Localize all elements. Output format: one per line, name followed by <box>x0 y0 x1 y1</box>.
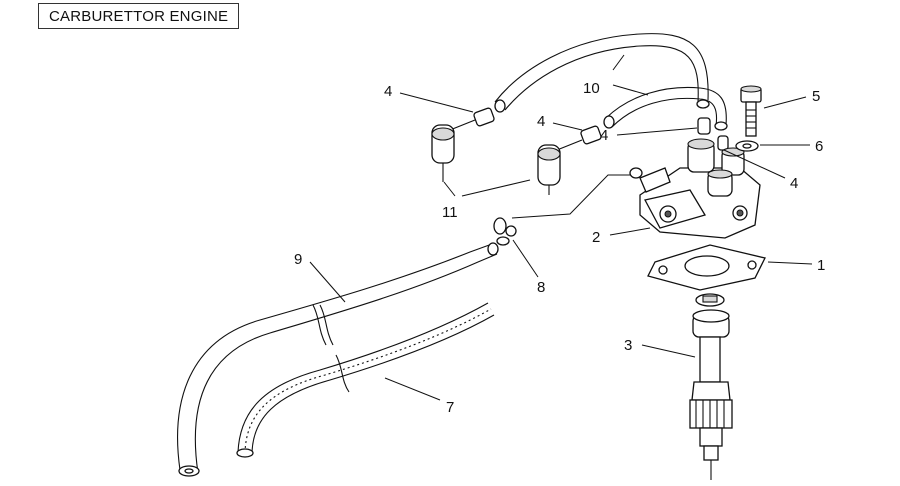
diagram-title: CARBURETTOR ENGINE <box>38 3 240 29</box>
leader-4d <box>723 149 786 179</box>
callout-4a: 4 <box>384 83 392 100</box>
leader-1 <box>767 261 813 265</box>
callout-10: 10 <box>583 80 600 97</box>
leader-4c <box>616 127 698 136</box>
leader-5 <box>763 96 807 109</box>
part-1-gasket <box>647 244 766 291</box>
leader-4b <box>552 122 583 131</box>
callout-6: 6 <box>815 138 823 155</box>
callout-9: 9 <box>294 251 302 268</box>
part-11-banjo-connectors <box>431 119 583 195</box>
callout-4c: 4 <box>600 127 608 144</box>
leader-10b <box>612 84 649 96</box>
leader-9 <box>309 261 346 303</box>
callout-2: 2 <box>592 229 600 246</box>
leader-8 <box>512 239 539 278</box>
leader-7 <box>384 377 441 401</box>
callout-4d: 4 <box>790 175 798 192</box>
leader-lines <box>309 54 813 401</box>
part-6-washer <box>735 140 759 152</box>
leader-4a <box>399 92 474 113</box>
callout-1: 1 <box>817 257 825 274</box>
part-4-fittings <box>473 107 729 151</box>
part-8-hose-clip <box>493 217 517 246</box>
part-2-oil-pump <box>511 138 761 239</box>
callout-5: 5 <box>812 88 820 105</box>
leader-3 <box>641 344 696 358</box>
leader-11b <box>461 179 531 197</box>
callout-8: 8 <box>537 279 545 296</box>
part-9-hose <box>177 242 499 477</box>
part-10-hoses <box>494 33 728 131</box>
callout-7: 7 <box>446 399 454 416</box>
callout-4b: 4 <box>537 113 545 130</box>
part-3-drive-shaft <box>689 293 733 480</box>
break-marks <box>312 304 350 393</box>
callout-labels: 1 2 3 4 4 4 4 5 6 7 8 9 10 11 <box>294 80 825 416</box>
callout-3: 3 <box>624 337 632 354</box>
leader-2 <box>609 227 651 236</box>
part-7-spiral-sleeve <box>236 302 495 458</box>
leader-10a <box>612 54 625 71</box>
part-5-bolt <box>740 85 762 137</box>
callout-11: 11 <box>442 204 458 221</box>
leader-11a <box>443 181 456 197</box>
